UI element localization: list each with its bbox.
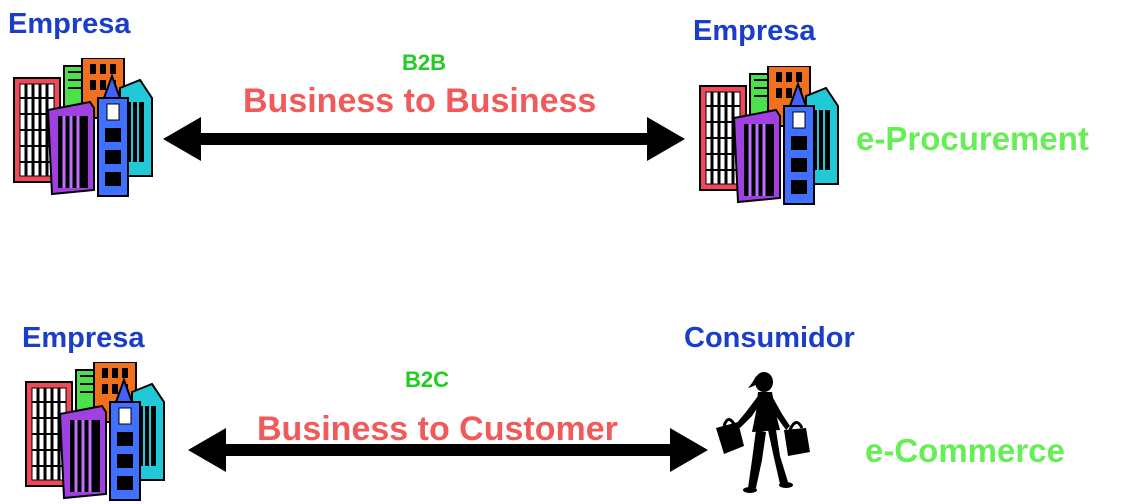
b2b-code-label: B2B	[402, 50, 447, 75]
b2c-right-entity-label: Consumidor	[684, 322, 855, 354]
b2c-left-entity-label: Empresa	[22, 322, 145, 354]
double-headed-arrow-icon	[163, 117, 685, 161]
b2c-side-label: e-Commerce	[865, 432, 1065, 469]
shopper-silhouette-icon	[716, 372, 810, 493]
b2b-right-entity-label: Empresa	[693, 15, 816, 47]
company-buildings-icon	[698, 66, 840, 206]
double-headed-arrow-icon	[188, 428, 708, 472]
company-buildings-icon	[12, 58, 154, 198]
b2b-title-label: Business to Business	[243, 82, 597, 120]
company-buildings-icon	[24, 362, 166, 502]
b2c-title-label: Business to Customer	[257, 410, 618, 448]
b2b-left-entity-label: Empresa	[8, 8, 131, 40]
b2b-side-label: e-Procurement	[856, 120, 1089, 157]
b2c-code-label: B2C	[405, 367, 450, 392]
